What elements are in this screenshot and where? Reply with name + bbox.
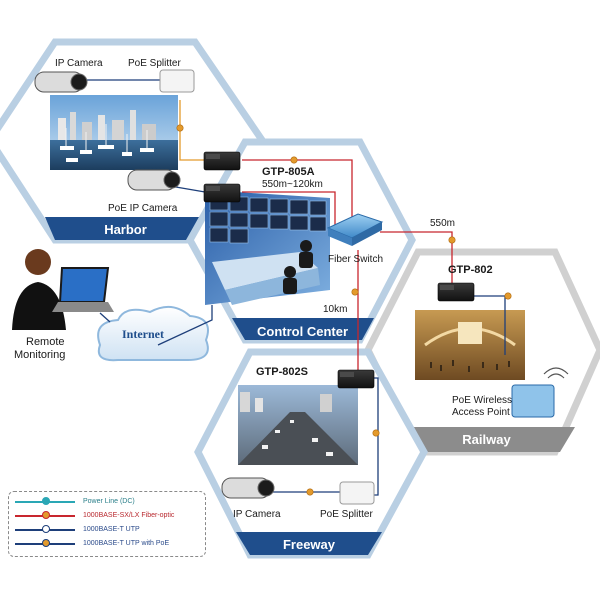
internet-cloud xyxy=(97,305,209,362)
railway-fiber-link xyxy=(380,231,453,288)
control-center-photo xyxy=(205,190,330,305)
freeway-poe-splitter xyxy=(339,481,375,505)
gtp-805a-converter-port xyxy=(206,154,220,159)
railway-distance-label: 550m xyxy=(430,218,456,229)
poe-wireless-ap-label-1: PoE Wireless xyxy=(452,395,513,406)
legend-dot xyxy=(42,539,50,547)
legend-item: 1000BASE-SX/LX Fiber-optic xyxy=(15,510,203,522)
freeway-poe-splitter-label: PoE Splitter xyxy=(320,509,373,520)
remote-label-1: Remote xyxy=(26,336,65,348)
freeway-zone-title: Freeway xyxy=(282,537,336,552)
gtp-805a-fiber-1 xyxy=(242,159,353,222)
poe-dot xyxy=(504,292,512,300)
harbor-ip-camera-label: IP Camera xyxy=(55,58,103,69)
gtp-802s-label: GTP-802S xyxy=(256,366,308,378)
legend-dot xyxy=(42,497,50,505)
railway-photo xyxy=(415,310,525,380)
freeway-distance-label: 10km xyxy=(323,304,348,315)
wireless-signal-icon xyxy=(547,373,565,379)
fiber-switch-label: Fiber Switch xyxy=(328,254,384,265)
internet-label: Internet xyxy=(122,327,164,341)
gtp-802-converter-port xyxy=(440,285,454,290)
legend-label: Power Line (DC) xyxy=(83,498,135,505)
gtp-802s-converter-port xyxy=(340,372,354,377)
harbor-poe-splitter xyxy=(159,69,195,93)
poe-dot xyxy=(372,429,380,437)
poe-dot xyxy=(290,156,298,164)
poe-ip-camera-lens xyxy=(163,171,181,189)
control-center-zone-title: Control Center xyxy=(257,324,348,339)
gtp-805a-label: GTP-805A xyxy=(262,166,315,178)
freeway-photo xyxy=(238,385,358,465)
poe-ip-camera-label: PoE IP Camera xyxy=(108,203,178,214)
wireless-signal-icon xyxy=(543,367,569,375)
gtp-805a-converter-port xyxy=(206,186,220,191)
legend-item: 1000BASE-T UTP with PoE xyxy=(15,538,203,550)
legend-label: 1000BASE-T UTP xyxy=(83,526,140,533)
internet-to-control-center-cable xyxy=(157,305,213,346)
harbor-ip-camera-lens xyxy=(70,73,88,91)
legend-dot xyxy=(42,525,50,533)
gtp-805a-fiber-2 xyxy=(242,191,336,225)
poe-dot xyxy=(176,124,184,132)
remote-label-2: Monitoring xyxy=(14,349,66,361)
harbor-poe-splitter-label: PoE Splitter xyxy=(128,58,181,69)
harbor-photo xyxy=(50,95,178,170)
legend-dot xyxy=(42,511,50,519)
harbor-splitter-to-converter-cable xyxy=(179,100,205,161)
fiber-switch-side xyxy=(328,228,352,246)
legend-label: 1000BASE-T UTP with PoE xyxy=(83,540,170,547)
poe-dot xyxy=(351,288,359,296)
harbor-zone-title: Harbor xyxy=(104,222,147,237)
poe-wireless-ap xyxy=(511,384,555,418)
freeway-ip-camera-lens xyxy=(257,479,275,497)
fiber-switch-front xyxy=(352,222,382,246)
freeway-ip-camera-label: IP Camera xyxy=(233,509,281,520)
gtp-805a-range-label: 550m~120km xyxy=(262,179,323,190)
legend-label: 1000BASE-SX/LX Fiber-optic xyxy=(83,512,175,519)
railway-zone-title: Railway xyxy=(462,432,511,447)
remote-to-internet-cable xyxy=(99,312,111,323)
poe-dot xyxy=(306,488,314,496)
poe-wireless-ap-label-2: Access Point xyxy=(452,407,510,418)
freeway-converter-to-splitter-cable xyxy=(372,377,379,496)
legend-item: 1000BASE-T UTP xyxy=(15,524,203,536)
remote-monitoring-figure xyxy=(12,249,114,330)
poe-dot xyxy=(448,236,456,244)
gtp-802-label: GTP-802 xyxy=(448,264,493,276)
legend-item: Power Line (DC) xyxy=(15,496,203,508)
legend: Power Line (DC) 1000BASE-SX/LX Fiber-opt… xyxy=(8,491,206,557)
